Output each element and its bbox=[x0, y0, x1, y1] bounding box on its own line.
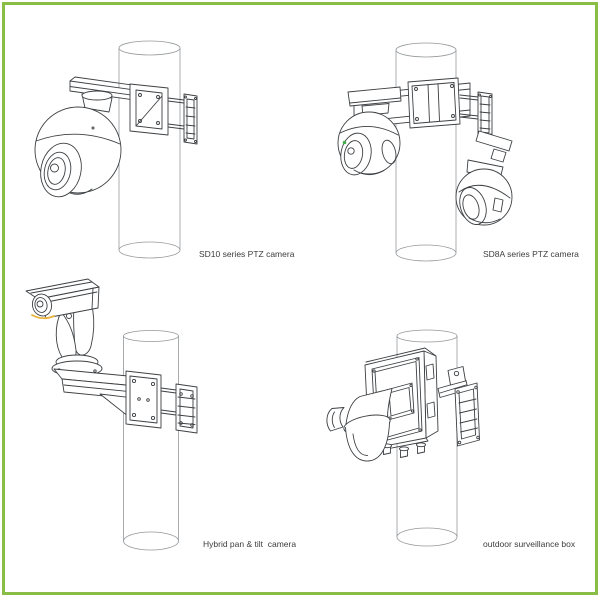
pole-clamp bbox=[167, 93, 198, 145]
mount-arm bbox=[53, 368, 137, 422]
caption-sd10-series: SD10 series PTZ camera bbox=[199, 249, 295, 259]
illustration-outdoor-box bbox=[326, 329, 480, 547]
bullet-camera bbox=[25, 278, 100, 320]
ptz-dome-camera bbox=[34, 90, 122, 198]
pole bbox=[123, 330, 179, 551]
right-ptz-dome-camera bbox=[455, 130, 513, 226]
cable-glands bbox=[381, 442, 427, 458]
wall-arm-bracket bbox=[69, 76, 169, 136]
illustration-sd8a-dual-ptz bbox=[337, 42, 513, 262]
pole-bracket bbox=[437, 366, 480, 447]
caption-sd8a-series: SD8A series PTZ camera bbox=[483, 249, 579, 259]
crossbar-bracket bbox=[347, 77, 471, 129]
pole-bracket bbox=[125, 370, 198, 434]
pole-clamp bbox=[459, 91, 493, 138]
caption-hybrid-pan-tilt: Hybrid pan & tilt camera bbox=[203, 539, 297, 549]
pole bbox=[395, 42, 457, 262]
pole bbox=[118, 40, 181, 259]
caption-outdoor-box: outdoor surveillance box bbox=[483, 539, 576, 549]
illustration-hybrid-pan-tilt bbox=[25, 278, 198, 551]
dome-camera-unit bbox=[326, 382, 415, 462]
left-ptz-dome-camera bbox=[337, 103, 401, 176]
status-led-dot bbox=[342, 140, 347, 145]
accent-stripe bbox=[31, 314, 55, 320]
illustration-sd10-dome-ptz bbox=[34, 40, 198, 259]
